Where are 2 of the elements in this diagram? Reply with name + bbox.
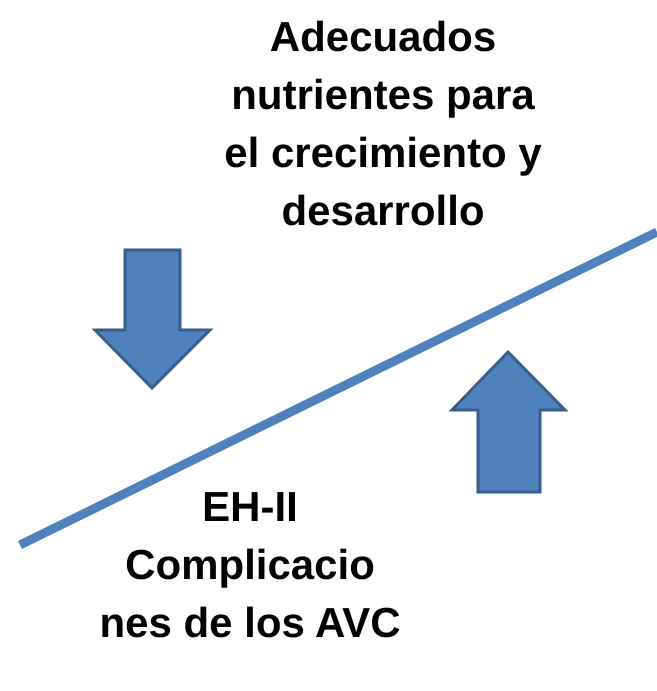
benefit-text: Adecuados nutrientes para el crecimiento y desarrollo	[223, 12, 543, 236]
risk-text: EH-II Complicacio nes de los AVC	[98, 482, 402, 648]
